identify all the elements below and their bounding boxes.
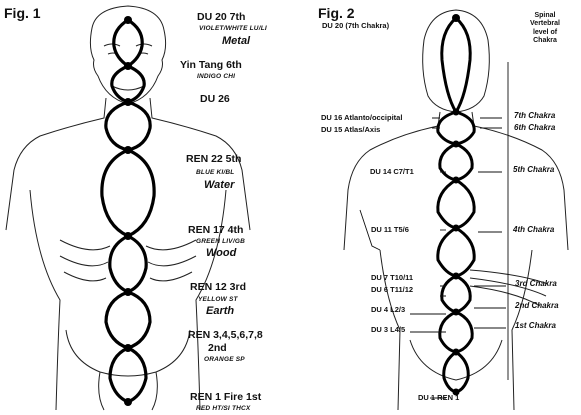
fig2-label-du7: DU 7 T10/11 [371,274,413,282]
fig1-sub-ren3-8: ORANGE SP [204,357,245,364]
fig1-label-ren3-8-2nd: 2nd [208,343,227,354]
fig1-label-ren1: REN 1 Fire 1st [190,392,261,403]
fig1-eyes [108,53,148,54]
fig2-chakra-6th: 6th Chakra [514,124,555,132]
fig2-chakra-4th: 4th Chakra [513,226,554,234]
fig1-sub-ren12: YELLOW ST [198,297,238,304]
fig1-sub-yintang: INDIGO CHI [197,74,235,81]
fig2-subtitle: DU 20 (7th Chakra) [322,22,389,30]
fig1-sub-ren1: RED HT/SI THCX [196,406,250,413]
fig2-chakra-points [452,14,460,396]
fig2-header-line2: Vertebral [520,20,570,28]
fig2-header-line1: Spinal [520,12,570,20]
fig2-chakra-chain [438,18,474,392]
fig2-pelvis [410,340,502,380]
fig2-head-outline [423,10,490,112]
fig1-torso [30,190,226,410]
fig1-element-metal: Metal [222,36,250,47]
fig1-label-ren3-8: REN 3,4,5,6,7,8 [188,330,263,341]
fig2-chakra-3rd: 3rd Chakra [515,280,557,288]
fig1-eyebrows [104,44,152,46]
fig2-chakra-2nd: 2nd Chakra [515,302,559,310]
fig2-label-du15: DU 15 Atlas/Axis [321,126,380,134]
fig1-label-ren17: REN 17 4th [188,225,243,236]
fig1-label-du20: DU 20 7th [197,12,245,23]
fig1-label-ren22: REN 22 5th [186,154,241,165]
fig1-element-water: Water [204,180,234,191]
fig1-label-ren12: REN 12 3rd [190,282,246,293]
fig2-label-du14: DU 14 C7/T1 [370,168,414,176]
fig1-element-earth: Earth [206,306,234,317]
fig2-header-line4: Chakra [520,37,570,45]
fig1-sub-ren17: GREEN LIV/GB [196,239,245,246]
fig1-sub-du20: VIOLET/WHITE LU/LI [199,26,267,33]
fig2-label-du1: DU 1 REN 1 [418,394,459,402]
fig1-title: Fig. 1 [4,6,41,20]
fig2-label-du3: DU 3 L4/5 [371,326,405,334]
fig1-label-du26: DU 26 [200,94,230,105]
fig1-pelvis [66,330,190,376]
fig2-label-du16: DU 16 Atlanto/occipital [321,114,402,122]
fig1-chakra-points [124,16,132,406]
fig2-title: Fig. 2 [318,6,355,20]
fig1-label-yintang: Yin Tang 6th [180,60,242,71]
fig2-label-du6: DU 6 T11/12 [371,286,413,294]
fig1-mouth [112,86,144,90]
fig2-label-du11: DU 11 T5/6 [371,226,409,234]
fig1-element-wood: Wood [206,248,236,259]
fig2-chakra-7th: 7th Chakra [514,112,555,120]
fig1-ribs [60,240,196,281]
fig2-chakra-5th: 5th Chakra [513,166,554,174]
fig2-label-du4: DU 4 L2/3 [371,306,405,314]
fig1-sub-ren22: BLUE KI/BL [196,170,234,177]
fig2-header: Spinal Vertebral level of Chakra [520,12,570,46]
fig2-header-line3: level of [520,29,570,37]
fig2-chakra-1st: 1st Chakra [515,322,556,330]
